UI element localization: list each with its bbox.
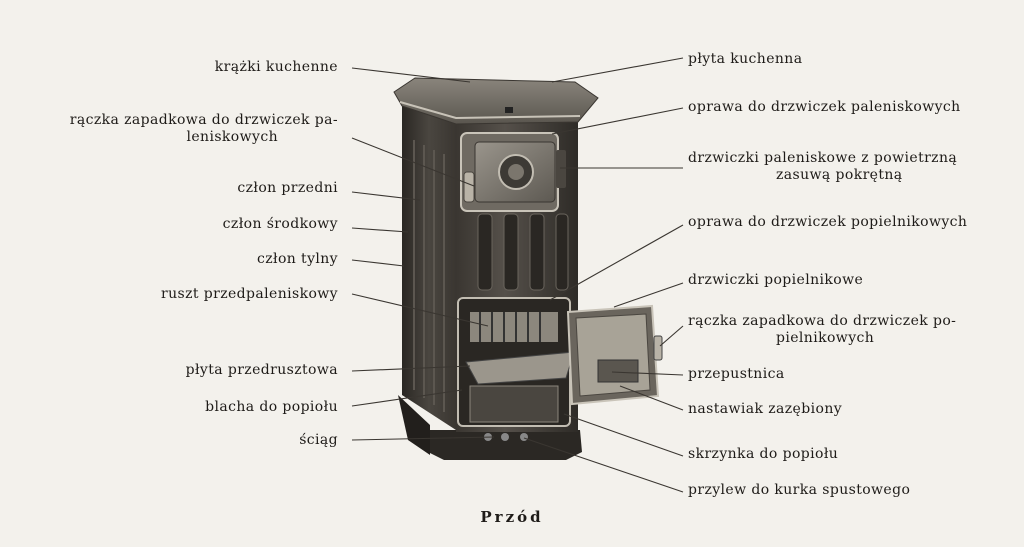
open-ash-door	[566, 304, 663, 406]
label-oprawa-popielnikowa: oprawa do drzwiczek popielnikowych	[688, 214, 968, 230]
label-raczka-popielnikowa-line2: pielnikowych	[776, 330, 875, 346]
figure-caption: Przód	[480, 508, 544, 526]
label-nastawiak-zazebiony: nastawiak zazębiony	[688, 401, 843, 417]
leader-lines	[351, 57, 684, 493]
label-krazki-kuchenne: krążki kuchenne	[214, 59, 338, 75]
label-blacha-do-popiolu: blacha do popiołu	[205, 399, 338, 415]
label-drzwiczki-paleniskowe: drzwiczki paleniskowe z powietrzną zasuw…	[688, 150, 957, 184]
stove-side	[402, 105, 456, 430]
label-raczka-paleniskowa-line1: rączka zapadkowa do drzwiczek pa-	[69, 112, 338, 128]
label-plyta-przedrusztowa: płyta przedrusztowa	[185, 362, 338, 378]
firebox-door	[460, 132, 566, 212]
label-drzwiczki-popielnikowe: drzwiczki popielnikowe	[688, 272, 864, 288]
label-skrzynka-do-popiolu: skrzynka do popiołu	[688, 446, 839, 462]
label-raczka-popielnikowa: rączka zapadkowa do drzwiczek po- pielni…	[688, 313, 956, 347]
label-czlon-srodkowy: człon środkowy	[222, 216, 338, 232]
label-sciag: ściąg	[299, 432, 338, 448]
label-drzwiczki-paleniskowe-line2: zasuwą pokrętną	[776, 167, 903, 183]
label-przepustnica: przepustnica	[688, 366, 785, 382]
label-oprawa-paleniskowa: oprawa do drzwiczek paleniskowych	[688, 99, 961, 115]
label-plyta-kuchenna: płyta kuchenna	[688, 51, 803, 67]
label-raczka-paleniskowa: rączka zapadkowa do drzwiczek pa- lenisk…	[70, 112, 338, 146]
label-raczka-popielnikowa-line1: rączka zapadkowa do drzwiczek po-	[688, 313, 957, 329]
label-przylew: przylew do kurka spustowego	[688, 482, 911, 498]
label-raczka-paleniskowa-line2: leniskowych	[186, 129, 278, 145]
label-czlon-tylny: człon tylny	[257, 251, 338, 267]
cooking-plate	[393, 77, 599, 125]
ash-opening	[457, 297, 575, 427]
label-drzwiczki-paleniskowe-line1: drzwiczki paleniskowe z powietrzną	[688, 150, 958, 166]
label-czlon-przedni: człon przedni	[237, 180, 338, 196]
label-ruszt-przedpaleniskowy: ruszt przedpaleniskowy	[161, 286, 338, 302]
